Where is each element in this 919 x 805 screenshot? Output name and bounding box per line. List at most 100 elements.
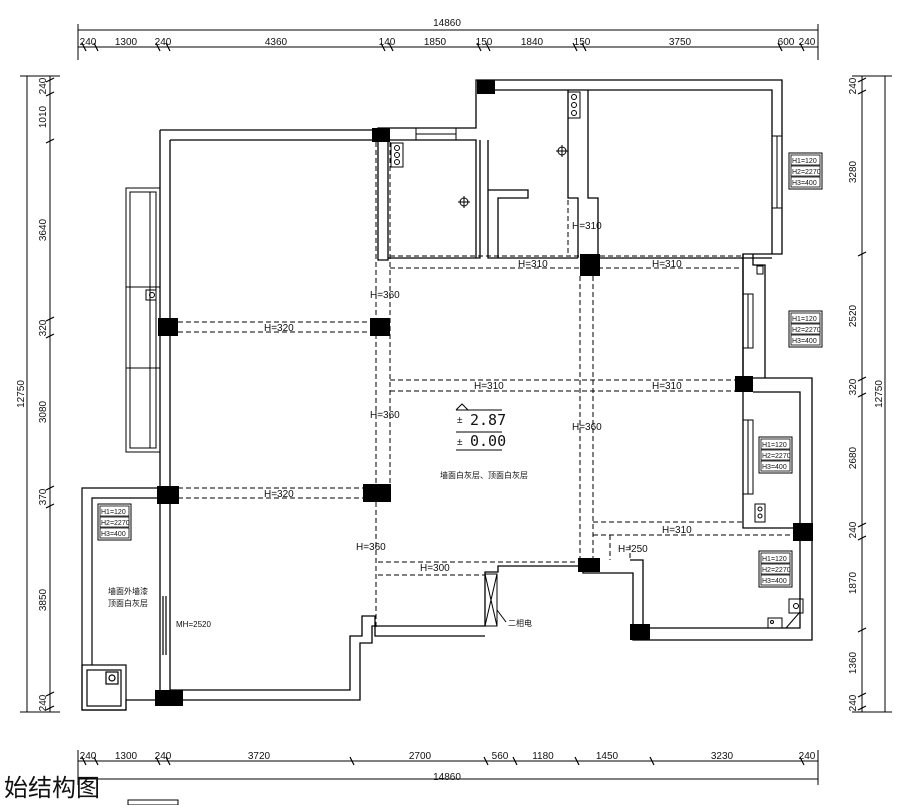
dim-top-total: 14860 <box>433 18 461 29</box>
window-tag-5-h1: H1=120 <box>101 509 126 516</box>
beam-label-h300: H=300 <box>420 563 450 574</box>
dim-left-5: 370 <box>38 488 49 505</box>
window-tag-5-h3: H3=400 <box>101 531 126 538</box>
fixtures <box>390 91 804 629</box>
bottom-ticks <box>81 756 805 766</box>
beam-label-h250: H=250 <box>618 544 648 555</box>
dim-right-4: 2680 <box>848 446 859 469</box>
dim-right-5: 240 <box>848 521 859 538</box>
beam-label-h310-b: H=310 <box>652 259 682 270</box>
dim-bottom-4: 2700 <box>409 751 432 762</box>
window-tag-5-h2: H2=2270 <box>101 520 130 527</box>
note-electric: 二相电 <box>508 618 532 628</box>
dim-top-3: 4360 <box>265 37 288 48</box>
dim-bottom-0: 240 <box>80 751 97 762</box>
dim-top-10: 600 <box>778 37 795 48</box>
dim-bottom-3: 3720 <box>248 751 271 762</box>
top-ticks <box>81 42 805 52</box>
dim-top-2: 240 <box>155 37 172 48</box>
beams <box>170 142 795 630</box>
dim-left-4: 3080 <box>38 400 49 423</box>
window-tag-2: H1=120 H2=2270 H3=400 <box>788 310 823 348</box>
beam-label-h310-d: H=310 <box>474 381 504 392</box>
dim-top-9: 3750 <box>669 37 692 48</box>
beam-label-h310-f: H=310 <box>662 525 692 536</box>
electric-box <box>484 573 507 627</box>
dim-top-6: 150 <box>476 37 493 48</box>
window-tag-2-h3: H3=400 <box>792 338 817 345</box>
left-lower-room <box>81 487 170 711</box>
dim-bottom-total: 14860 <box>433 772 461 783</box>
beam-label-h310-a: H=310 <box>518 259 548 270</box>
window-tag-3-h2: H2=2270 <box>762 453 791 460</box>
dim-left-total: 12750 <box>16 380 27 408</box>
window-tag-4-h1: H1=120 <box>762 556 787 563</box>
dim-right-7: 1360 <box>848 651 859 674</box>
windows <box>415 127 783 495</box>
elev-sign-lower: ± <box>457 437 463 448</box>
window-tag-4: H1=120 H2=2270 H3=400 <box>758 550 793 588</box>
window-tag-1: H1=120 H2=2270 H3=400 <box>788 152 823 190</box>
dimension-lines <box>20 24 892 785</box>
drawing-caption: 始结构图 <box>4 774 100 802</box>
left-ticks <box>45 77 55 711</box>
dim-left-0: 240 <box>38 77 49 94</box>
window-tag-4-h2: H2=2270 <box>762 567 791 574</box>
beam-label-h360-c: H=360 <box>572 422 602 433</box>
dim-right-3: 320 <box>848 378 859 395</box>
dim-left-7: 240 <box>38 694 49 711</box>
dim-right-6: 1870 <box>848 571 859 594</box>
note-left-line1: 墙面外墙漆 <box>108 586 148 596</box>
cropped-label-box <box>127 799 179 805</box>
window-tag-1-h2: H2=2270 <box>792 169 821 176</box>
dim-bottom-2: 240 <box>155 751 172 762</box>
window-tag-5: H1=120 H2=2270 H3=400 <box>97 503 132 541</box>
beam-labels: H=360 H=320 H=310 H=310 H=310 H=310 H=31… <box>176 221 692 629</box>
dim-top-5: 1850 <box>424 37 447 48</box>
dim-top-8: 150 <box>574 37 591 48</box>
beam-label-h360-d: H=360 <box>356 542 386 553</box>
window-tag-1-h3: H3=400 <box>792 180 817 187</box>
dim-right-8: 240 <box>848 694 859 711</box>
dim-left-1: 1010 <box>38 105 49 128</box>
columns <box>155 80 813 706</box>
dim-left-3: 320 <box>38 319 49 336</box>
dim-bottom-5: 560 <box>492 751 509 762</box>
left-bay-windows <box>125 187 161 453</box>
dim-top-11: 240 <box>799 37 816 48</box>
dim-bottom-6: 1180 <box>532 751 554 762</box>
dim-left-2: 3640 <box>38 218 49 241</box>
dim-top-1: 1300 <box>115 37 138 48</box>
beam-label-h360-b: H=360 <box>370 410 400 421</box>
dim-top-4: 140 <box>379 37 396 48</box>
beam-label-h310-c: H=310 <box>572 221 602 232</box>
dim-right-0: 240 <box>848 77 859 94</box>
beam-label-h320-b: H=320 <box>264 489 294 500</box>
window-tag-2-h2: H2=2270 <box>792 327 821 334</box>
note-center: 墙面白灰层、顶面白灰层 <box>440 470 528 480</box>
window-tag-3-h1: H1=120 <box>762 442 787 449</box>
window-tag-4-h3: H3=400 <box>762 578 787 585</box>
window-tag-2-h1: H1=120 <box>792 316 817 323</box>
dim-left-6: 3850 <box>38 588 49 611</box>
note-left-line2: 顶面白灰层 <box>108 598 148 608</box>
beam-label-h310-e: H=310 <box>652 381 682 392</box>
dim-top-0: 240 <box>80 37 97 48</box>
right-ticks <box>857 77 867 711</box>
dim-bottom-8: 3230 <box>711 751 734 762</box>
dim-top-7: 1840 <box>521 37 544 48</box>
elev-sign-upper: ± <box>457 415 463 426</box>
beam-label-h320-a: H=320 <box>264 323 294 334</box>
elevation-mark: ± 2.87 ± 0.00 <box>455 403 506 451</box>
dim-bottom-1: 1300 <box>115 751 138 762</box>
window-tag-3: H1=120 H2=2270 H3=400 <box>758 436 793 474</box>
dim-bottom-9: 240 <box>799 751 816 762</box>
beam-label-mh: MH=2520 <box>176 620 211 629</box>
elev-lower: 0.00 <box>470 432 506 450</box>
beam-label-h360-a: H=360 <box>370 290 400 301</box>
dim-right-1: 3280 <box>848 160 859 183</box>
elev-upper: 2.87 <box>470 411 506 429</box>
dim-right-total: 12750 <box>874 380 885 408</box>
dim-right-2: 2520 <box>848 304 859 327</box>
